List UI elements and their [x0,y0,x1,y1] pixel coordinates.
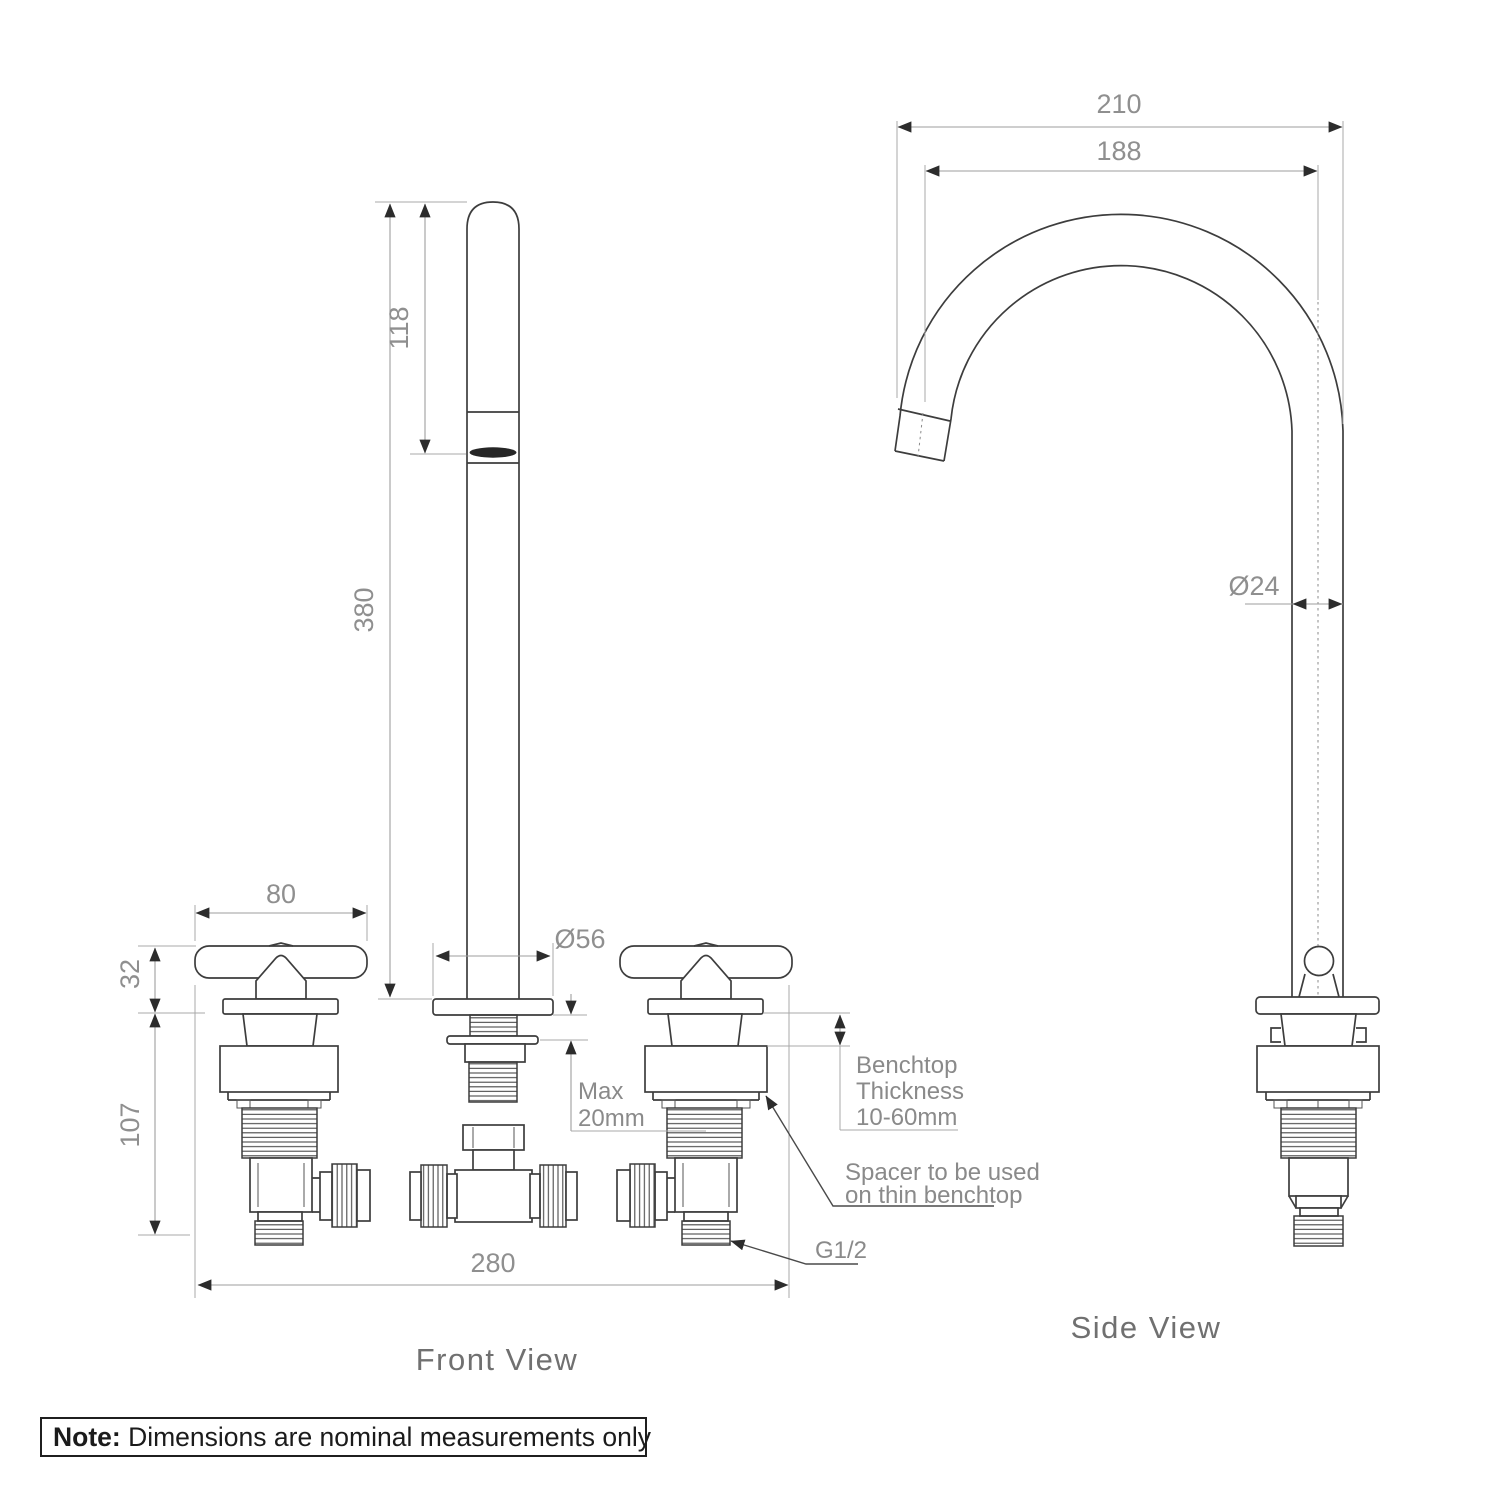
front-spout [432,201,554,1103]
dim-spout-diameter-label: Ø24 [1228,571,1279,601]
dim-handle-width-label: 80 [266,879,296,909]
side-valve [1255,945,1380,1247]
front-right-handle-valve [616,942,793,1246]
benchtop-note-line2: Thickness [856,1078,964,1105]
side-spout [894,213,1344,997]
side-view-title: Side View [1071,1310,1222,1345]
front-leader-lines [730,1095,994,1265]
benchtop-note-line1: Benchtop [856,1052,957,1079]
spacer-note-line2: on thin benchtop [845,1182,1022,1209]
note-box: Note: Dimensions are nominal measurement… [40,1417,651,1457]
dim-body-depth-label: 107 [115,1102,145,1147]
front-view-title: Front View [416,1342,579,1377]
note-text: Dimensions are nominal measurements only [120,1421,651,1452]
dim-flange-diameter-label: Ø56 [554,924,605,954]
dim-spout-upper-label: 118 [384,306,414,349]
max-thickness-label-line1: Max [578,1078,623,1105]
dim-hole-spacing-label: 280 [470,1248,515,1278]
note-label: Note: [53,1421,121,1452]
front-left-handle-valve [194,942,371,1246]
side-dimension-lines [896,121,1344,610]
dim-spout-reach-label: 188 [1096,136,1141,166]
dim-overall-reach-label: 210 [1096,89,1141,119]
front-tee-connector [409,1124,578,1228]
benchtop-note-line3: 10-60mm [856,1104,957,1131]
dim-handle-height-label: 32 [115,959,145,989]
inlet-thread-label: G1/2 [815,1237,867,1264]
front-dimension-lines [138,201,958,1298]
dim-spout-height-label: 380 [349,587,379,632]
spacer-note-line1: Spacer to be used [845,1159,1040,1186]
max-thickness-label-line2: 20mm [578,1105,645,1132]
